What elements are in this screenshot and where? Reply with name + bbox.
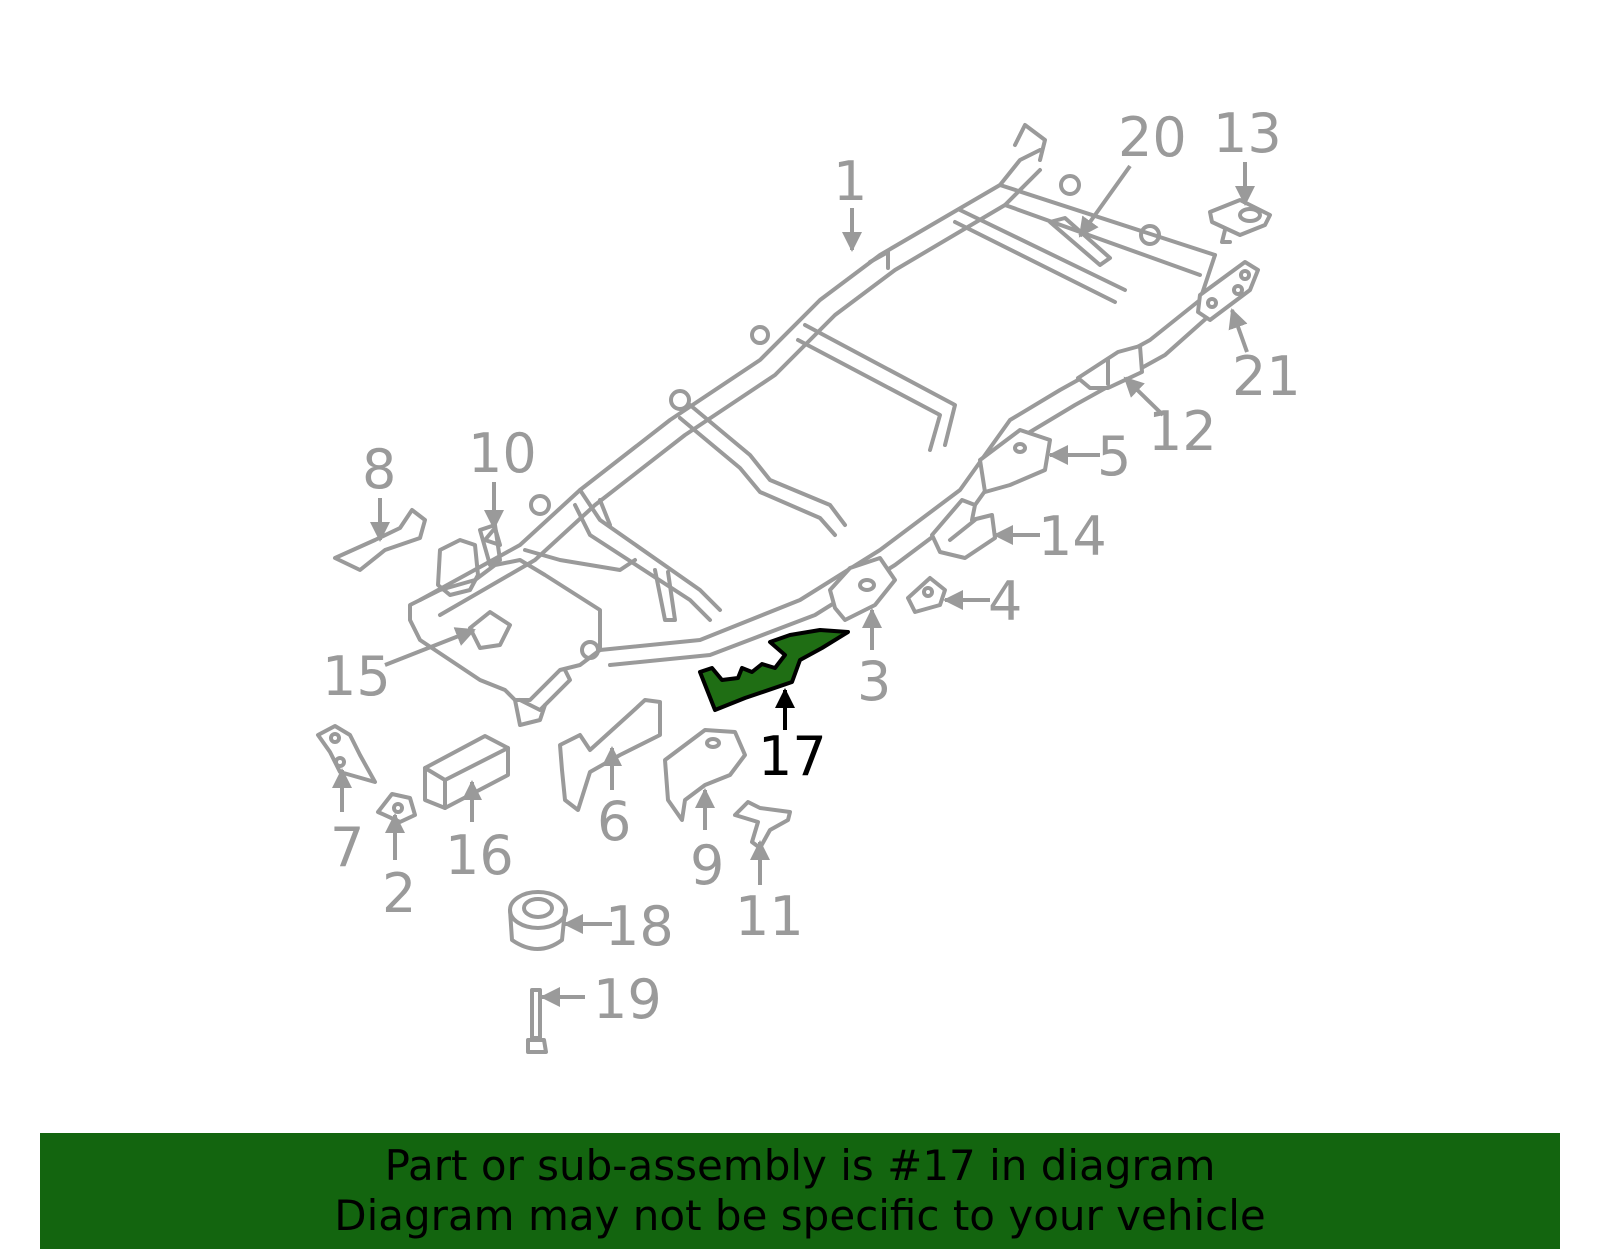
callout-3: 3 (857, 650, 891, 713)
part-18-bushing (508, 890, 568, 951)
callout-labels: 1 20 13 21 12 5 14 4 3 17 8 10 15 7 2 16… (322, 102, 1301, 1031)
callout-12: 12 (1148, 400, 1217, 463)
callout-9: 9 (690, 834, 724, 897)
callout-14: 14 (1038, 505, 1107, 568)
callout-2: 2 (382, 862, 416, 925)
part-14-bracket (930, 498, 997, 560)
part-21-plate (1196, 260, 1260, 322)
callout-17: 17 (758, 725, 827, 788)
callout-1: 1 (833, 150, 867, 213)
leader-lines (332, 162, 1255, 1007)
part-20-strap (1048, 216, 1112, 267)
callout-4: 4 (988, 570, 1022, 633)
callout-8: 8 (362, 438, 396, 501)
part-5-bracket (978, 428, 1052, 494)
callout-20: 20 (1118, 106, 1187, 169)
part-9-bracket (663, 728, 747, 822)
part-11-clip (733, 800, 792, 850)
callout-15: 15 (322, 645, 391, 708)
info-banner: Part or sub-assembly is #17 in diagram D… (40, 1133, 1560, 1249)
callout-19: 19 (593, 968, 662, 1031)
callout-11: 11 (735, 885, 804, 948)
part-17-highlighted (698, 628, 850, 712)
part-10-clip (483, 526, 502, 547)
part-7-bracket (316, 724, 377, 784)
banner-line-2: Diagram may not be specific to your vehi… (334, 1191, 1266, 1240)
callout-7: 7 (330, 816, 364, 879)
banner-line-1: Part or sub-assembly is #17 in diagram (384, 1141, 1216, 1190)
part-13-mount (1208, 198, 1272, 244)
part-16-block (423, 734, 510, 810)
callout-16: 16 (445, 824, 514, 887)
part-12-bracket (1076, 344, 1144, 390)
callout-10: 10 (468, 422, 537, 485)
part-4-bracket (906, 576, 947, 614)
part-15-bracket (468, 610, 512, 650)
part-19-bolt (526, 988, 548, 1054)
callout-18: 18 (605, 895, 674, 958)
callout-6: 6 (597, 790, 631, 853)
callout-5: 5 (1097, 425, 1131, 488)
part-3-bracket (828, 556, 897, 622)
frame-assembly (408, 123, 1217, 727)
callout-21: 21 (1232, 345, 1301, 408)
callout-13: 13 (1213, 102, 1282, 165)
